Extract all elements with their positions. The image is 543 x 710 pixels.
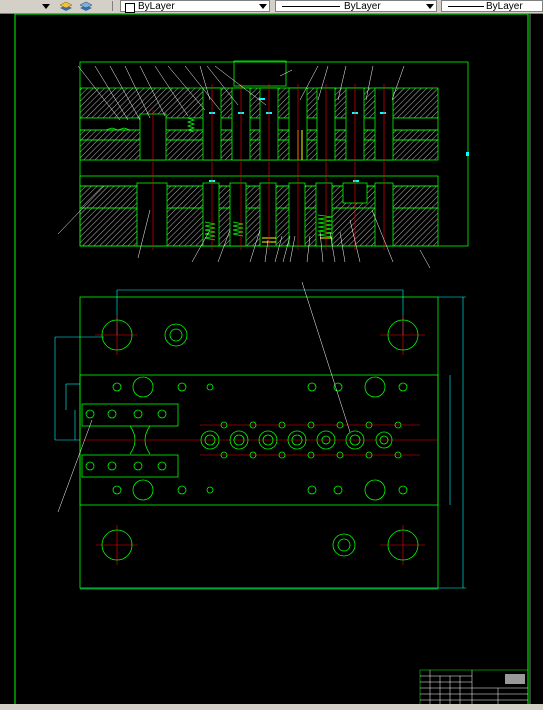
layers-stack-icon[interactable] [58,0,74,12]
layer-previous-icon-graphic [79,1,93,11]
lineweight-control-dropdown[interactable]: ByLayer [441,0,543,12]
color-control-label: ByLayer [138,1,175,12]
chevron-down-icon [259,4,267,9]
status-strip [0,704,543,710]
properties-toolbar: ByLayer ByLayer ByLayer [0,0,543,14]
linetype-preview [282,6,340,7]
layer-previous-icon[interactable] [78,0,94,12]
chevron-down-icon [426,4,434,9]
linetype-control-dropdown[interactable]: ByLayer [275,0,437,12]
toolbar-separator [112,1,113,11]
layer-dropdown-arrow[interactable] [40,0,52,12]
drawing-canvas[interactable] [0,13,543,710]
chevron-down-icon [42,4,50,9]
section-view [57,60,469,269]
color-swatch [125,3,135,13]
title-block [419,669,529,707]
layers-icon [59,1,73,11]
linetype-control-label: ByLayer [344,1,381,12]
color-control-dropdown[interactable]: ByLayer [120,0,270,13]
lineweight-preview [448,6,484,7]
plan-view [54,281,466,590]
lineweight-control-label: ByLayer [486,1,523,12]
